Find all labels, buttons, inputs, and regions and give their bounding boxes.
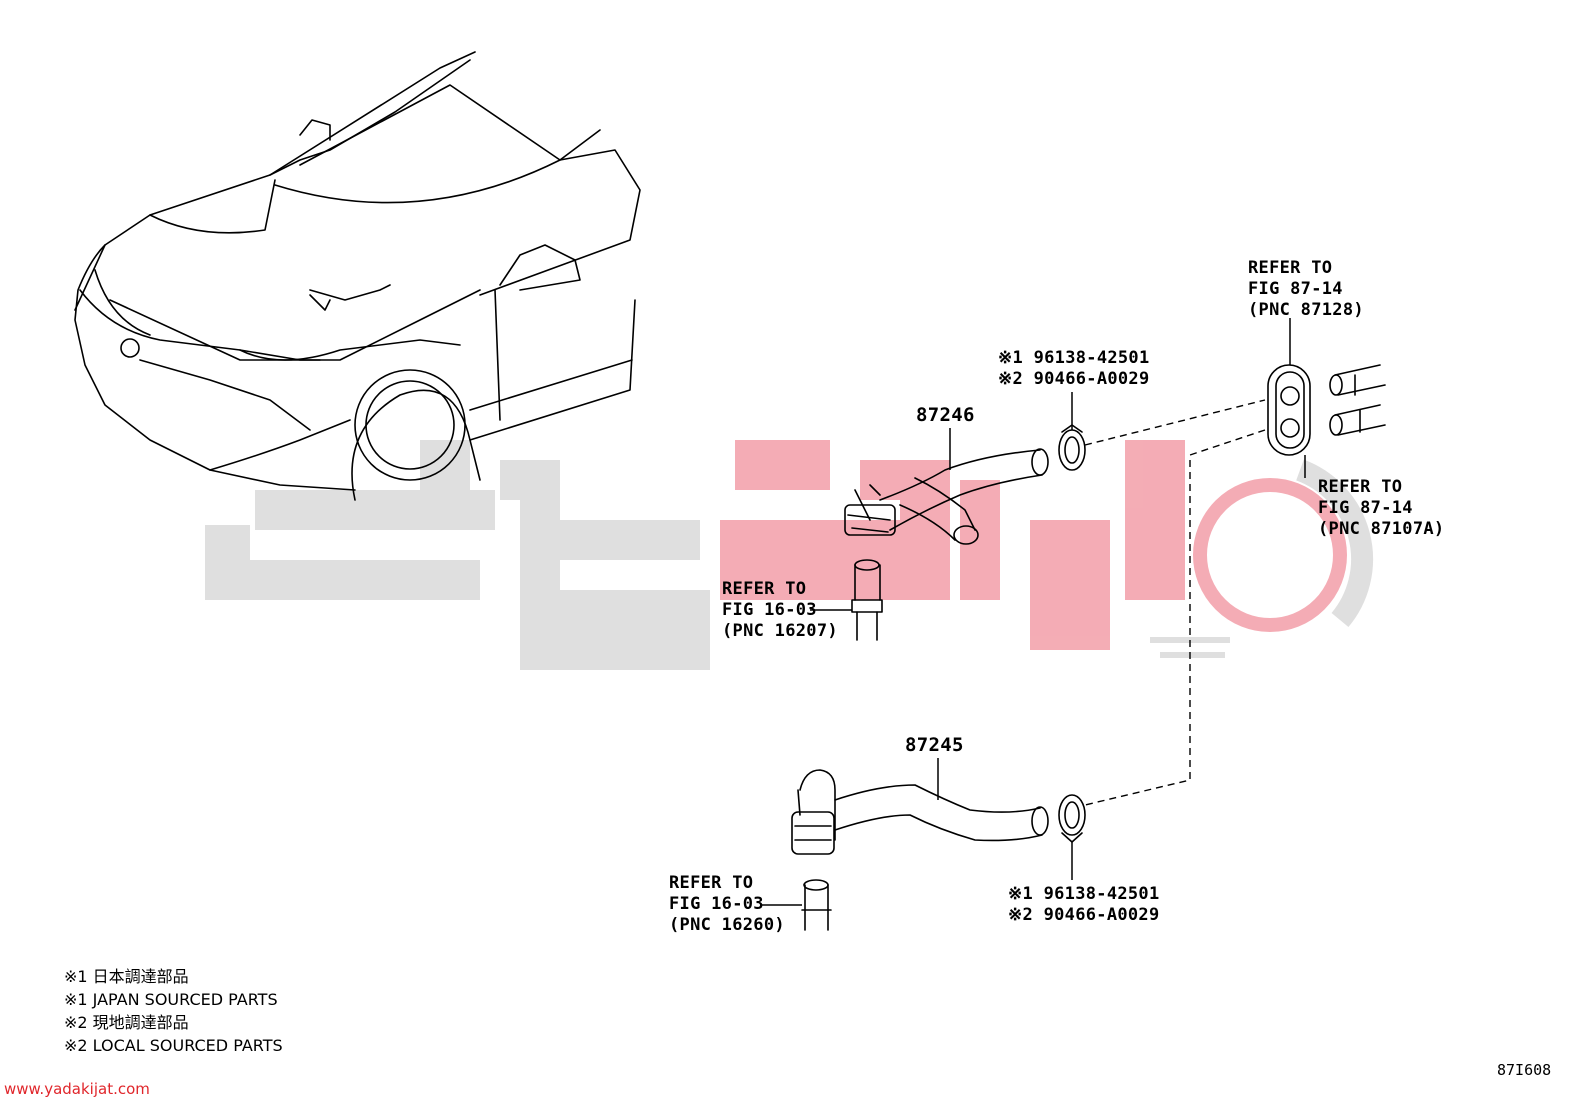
refer-16260-line-2: FIG 16-03: [669, 894, 764, 914]
refer-87128-line-1: REFER TO: [1248, 258, 1333, 278]
clip-bottom-line-1: ※1 96138-42501: [1008, 884, 1160, 904]
heater-pipes: [1329, 364, 1386, 436]
refer-87107a-line-3: (PNC 87107A): [1318, 519, 1445, 539]
note-2: ※1 JAPAN SOURCED PARTS: [64, 990, 278, 1009]
hose-clip-top: [1058, 424, 1086, 471]
note-1: ※1 日本調達部品: [64, 967, 189, 986]
clip-top-line-2: ※2 90466-A0029: [998, 369, 1150, 389]
refer-87128-line-2: FIG 87-14: [1248, 279, 1343, 299]
grommet-87128: [1267, 364, 1311, 456]
clip-bottom-line-2: ※2 90466-A0029: [1008, 905, 1160, 925]
website-watermark[interactable]: www.yadakijat.com: [4, 1080, 150, 1098]
refer-16260-line-1: REFER TO: [669, 873, 754, 893]
car-outline: [74, 51, 641, 501]
refer-16207-line-1: REFER TO: [722, 579, 807, 599]
hose-clip-bottom: [1058, 794, 1086, 843]
clip-top-line-1: ※1 96138-42501: [998, 348, 1150, 368]
hose-87245: [791, 769, 1049, 855]
refer-87107a-line-2: FIG 87-14: [1318, 498, 1413, 518]
hose-87246: [844, 448, 1049, 545]
refer-16260-line-3: (PNC 16260): [669, 915, 785, 935]
refer-87107a-line-1: REFER TO: [1318, 477, 1403, 497]
part-number-87246: 87246: [916, 404, 975, 426]
pipe-16207: [851, 559, 883, 641]
pipe-16260: [801, 879, 832, 931]
connection-lines: [1084, 399, 1266, 806]
note-4: ※2 LOCAL SOURCED PARTS: [64, 1036, 283, 1055]
leader-lines: [760, 318, 1306, 906]
figure-id: 87I608: [1497, 1061, 1552, 1079]
note-3: ※2 現地調達部品: [64, 1013, 189, 1032]
refer-87128-line-3: (PNC 87128): [1248, 300, 1364, 320]
watermark-logo: [205, 440, 1374, 670]
refer-16207-line-2: FIG 16-03: [722, 600, 817, 620]
refer-16207-line-3: (PNC 16207): [722, 621, 838, 641]
part-number-87245: 87245: [905, 734, 964, 756]
